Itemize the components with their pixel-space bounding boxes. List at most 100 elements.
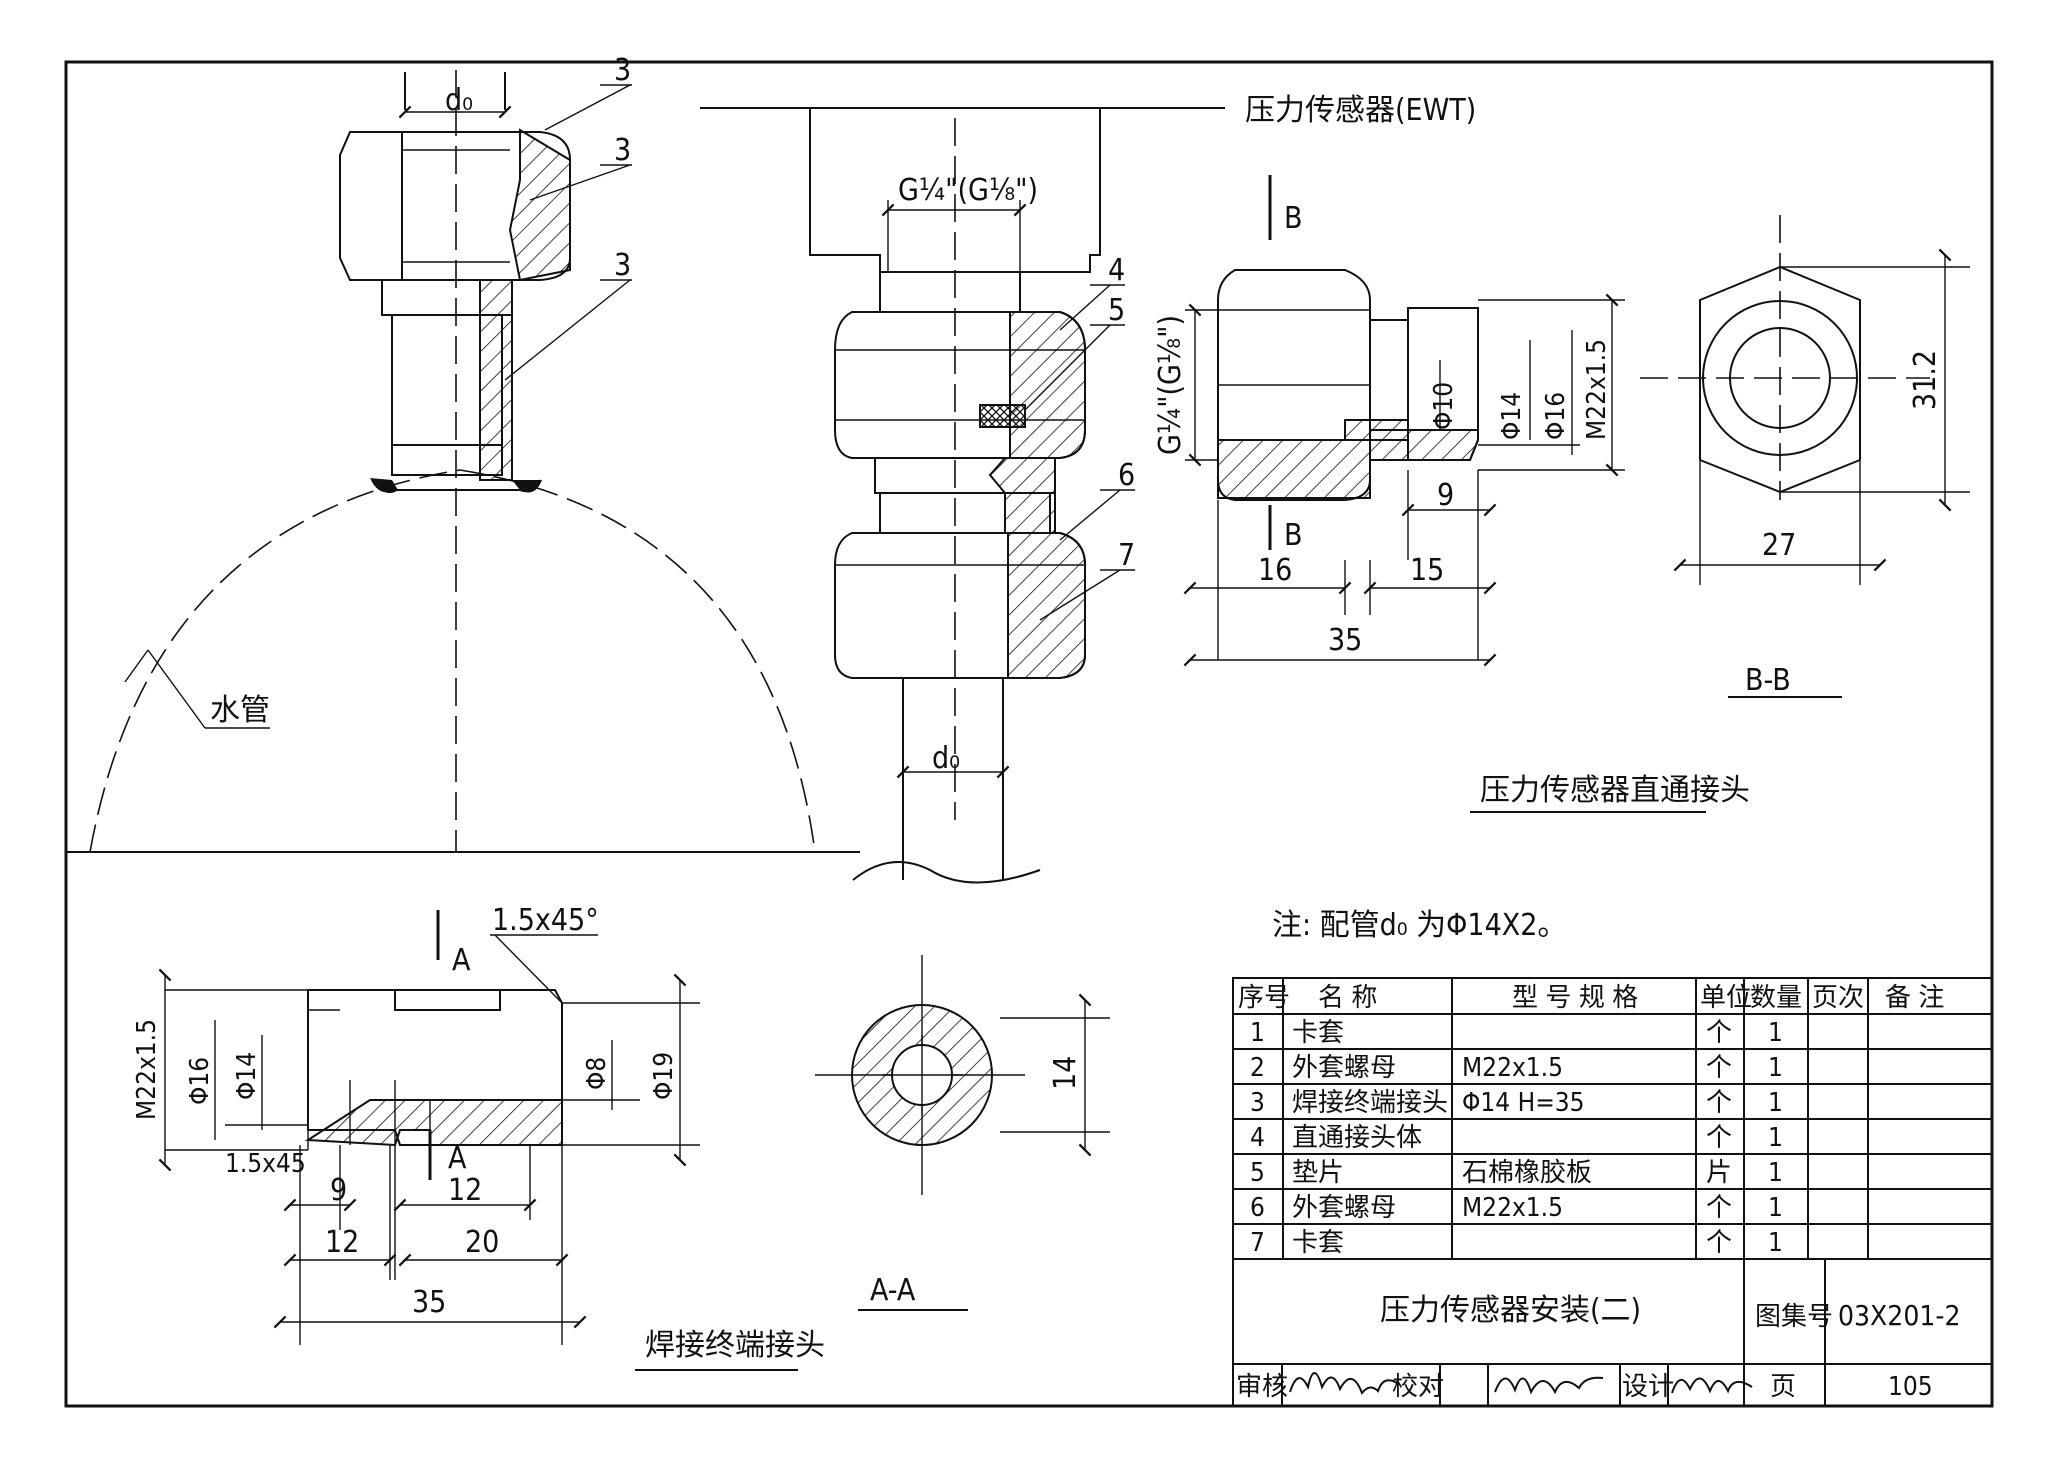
straight-fitting-title: 压力传感器直通接头: [1480, 773, 1750, 808]
pipe-installation-view: d₀ 3 3 3 水管: [89, 53, 816, 853]
g-thread-label-top: G¼"(G⅛"): [898, 173, 1038, 208]
design-label: 设计: [1622, 1372, 1674, 1402]
bom-header-qty: 数量: [1750, 983, 1802, 1013]
bom-cell-unit: 个: [1706, 1018, 1732, 1048]
bom-cell-qty: 1: [1768, 1053, 1783, 1083]
bom-row: 6 外套螺母 M22x1.5 个 1: [1250, 1193, 1783, 1223]
bom-cell-no: 2: [1250, 1053, 1265, 1083]
sheet-border: [64, 60, 1994, 1408]
bom-row: 1 卡套 个 1: [1250, 1018, 1783, 1048]
item-3-callout-c: 3: [614, 248, 631, 283]
review-label: 审核: [1236, 1372, 1288, 1402]
bom-header-no: 序号: [1238, 983, 1290, 1013]
bom-row: 3 焊接终端接头 Φ14 H=35 个 1: [1250, 1088, 1783, 1118]
item-3-callout-a: 3: [614, 53, 631, 88]
dim-35-a: 35: [412, 1285, 446, 1320]
dim-14-aa: 14: [1048, 1056, 1083, 1090]
m22-b-label: M22x1.5: [1582, 339, 1612, 440]
dim-20-a: 20: [465, 1225, 499, 1260]
checker-signature: [1494, 1376, 1604, 1395]
bom-cell-no: 3: [1250, 1088, 1265, 1118]
weld-fitting-title: 焊接终端接头: [645, 1328, 825, 1363]
d0-label-top: d₀: [445, 83, 473, 118]
bom-cell-name: 直通接头体: [1292, 1123, 1422, 1153]
bom-row: 4 直通接头体 个 1: [1250, 1123, 1783, 1153]
bom-row: 5 垫片 石棉橡胶板 片 1: [1250, 1158, 1783, 1188]
bom-cell-name: 卡套: [1292, 1018, 1344, 1048]
item-3-callout-b: 3: [614, 133, 631, 168]
item-4-callout: 4: [1108, 253, 1125, 288]
bom-cell-no: 7: [1250, 1228, 1265, 1258]
dim-12-a-top: 12: [448, 1173, 482, 1208]
atlas-label: 图集号: [1755, 1302, 1833, 1332]
title-block: 序号 名 称 型 号 规 格 单位 数量 页次 备 注 1 卡套 个 1 2 外…: [1232, 977, 1993, 1407]
section-a-bottom: A: [448, 1141, 467, 1176]
bom-cell-unit: 个: [1706, 1193, 1732, 1223]
page-label: 页: [1770, 1372, 1796, 1402]
bom-cell-spec: 石棉橡胶板: [1462, 1158, 1592, 1188]
straight-coupling-assembly: 压力传感器(EWT) G¼"(G⅛") d₀ 4 5 6 7: [700, 93, 1476, 884]
item-6-callout: 6: [1118, 458, 1135, 493]
check-label: 校对: [1392, 1372, 1444, 1402]
bom-row: 2 外套螺母 M22x1.5 个 1: [1250, 1053, 1783, 1083]
bom-cell-unit: 个: [1706, 1088, 1732, 1118]
dim-9-b: 9: [1437, 478, 1454, 513]
bom-cell-qty: 1: [1768, 1088, 1783, 1118]
bom-header-name: 名 称: [1318, 983, 1377, 1013]
section-b-top: B: [1284, 201, 1303, 236]
bom-header-page: 页次: [1812, 983, 1864, 1013]
sensor-label: 压力传感器(EWT): [1245, 93, 1476, 128]
bom-cell-no: 6: [1250, 1193, 1265, 1223]
phi16-b-label: Φ16: [1541, 392, 1571, 440]
bom-header-remark: 备 注: [1885, 983, 1944, 1013]
view-aa-label: A-A: [870, 1273, 916, 1308]
bom-cell-qty: 1: [1768, 1018, 1783, 1048]
chamfer-top-label: 1.5x45°: [492, 903, 599, 938]
chamfer-left-label: 1.5x45: [225, 1149, 306, 1179]
bom-row: 7 卡套 个 1: [1250, 1228, 1783, 1258]
bom-cell-qty: 1: [1768, 1193, 1783, 1223]
bom-cell-name: 焊接终端接头: [1292, 1088, 1448, 1118]
page-number: 105: [1888, 1372, 1933, 1402]
phi10-label: Φ10: [1429, 382, 1459, 430]
bom-cell-unit: 个: [1706, 1053, 1732, 1083]
dim-27: 27: [1762, 528, 1796, 563]
item-7-callout: 7: [1118, 538, 1135, 573]
dim-35-b: 35: [1328, 623, 1362, 658]
atlas-number: 03X201-2: [1838, 1299, 1961, 1332]
bom-cell-spec: M22x1.5: [1462, 1193, 1563, 1223]
weld-end-fitting: A 1.5x45° A M22x1.5 Φ16 Φ14 Φ8 Φ19 1.5x4…: [132, 903, 825, 1371]
dim-12-a: 12: [325, 1225, 359, 1260]
phi14-b-label: Φ14: [1497, 392, 1527, 440]
dim-16-b: 16: [1258, 553, 1292, 588]
bom-cell-no: 4: [1250, 1123, 1265, 1153]
m22-a-label: M22x1.5: [132, 1019, 162, 1120]
dim-15-b: 15: [1410, 553, 1444, 588]
g-thread-label-side: G¼"(G⅛"): [1153, 315, 1188, 455]
phi8-a-label: Φ8: [582, 1057, 612, 1090]
bom-cell-name: 卡套: [1292, 1228, 1344, 1258]
bom-cell-name: 垫片: [1292, 1158, 1344, 1188]
bom-header-unit: 单位: [1700, 983, 1752, 1013]
section-a-top: A: [452, 943, 471, 978]
section-b-bottom: B: [1284, 518, 1303, 553]
section-aa: 14 A-A: [815, 955, 1110, 1311]
phi16-a-label: Φ16: [185, 1057, 215, 1105]
dim-9-a: 9: [330, 1173, 347, 1208]
bom-cell-name: 外套螺母: [1292, 1053, 1396, 1083]
phi14-a-label: Φ14: [232, 1052, 262, 1100]
bom-cell-unit: 个: [1706, 1123, 1732, 1153]
bom-cell-spec: M22x1.5: [1462, 1053, 1563, 1083]
bom-cell-qty: 1: [1768, 1228, 1783, 1258]
bom-cell-spec: Φ14 H=35: [1462, 1088, 1585, 1118]
bom-cell-unit: 片: [1706, 1158, 1732, 1188]
bom-cell-no: 1: [1250, 1018, 1265, 1048]
d0-label-mid: d₀: [932, 741, 960, 776]
bom-header-spec: 型 号 规 格: [1512, 983, 1638, 1013]
dim-31-2: 31.2: [1908, 350, 1943, 410]
bom-cell-name: 外套螺母: [1292, 1193, 1396, 1223]
bom-cell-qty: 1: [1768, 1158, 1783, 1188]
view-bb-label: B-B: [1745, 663, 1791, 698]
